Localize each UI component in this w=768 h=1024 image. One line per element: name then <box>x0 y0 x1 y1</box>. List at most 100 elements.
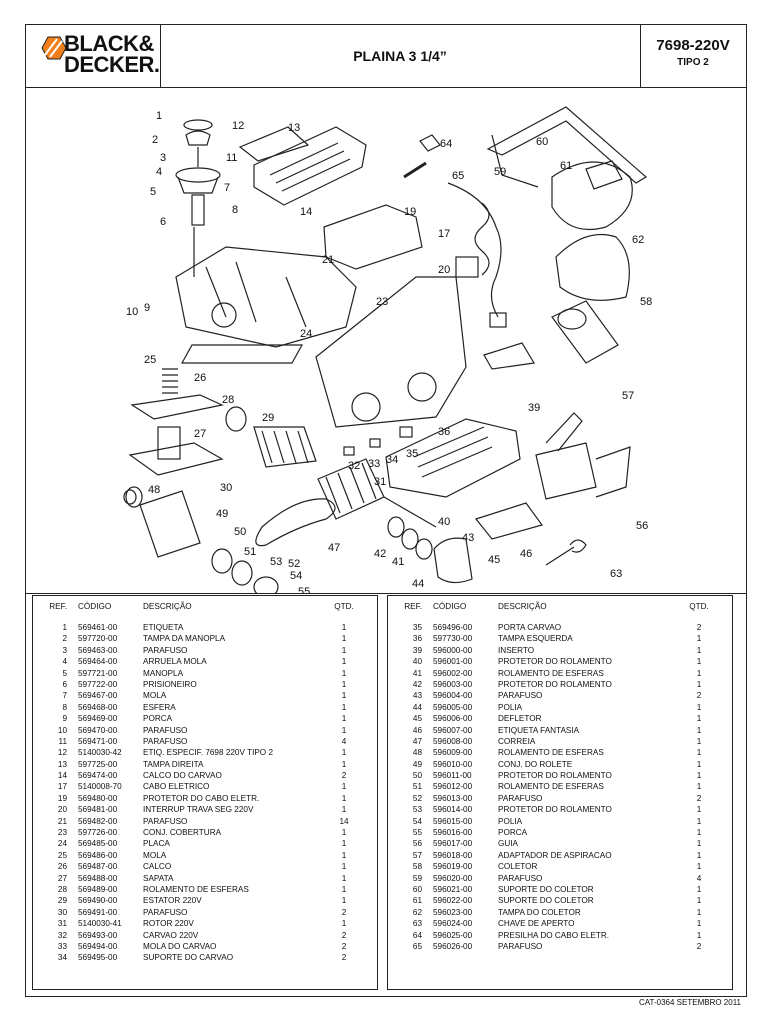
cell-qtd: 1 <box>696 805 702 815</box>
cell-qtd: 1 <box>341 782 347 792</box>
part-label: 11 <box>226 152 237 164</box>
part-label: 40 <box>438 516 450 528</box>
cell-descricao: ROTOR 220V <box>143 919 194 929</box>
cell-codigo: 569487-00 <box>78 862 118 872</box>
cell-descricao: ETIQ. ESPECIF. 7698 220V TIPO 2 <box>143 748 273 758</box>
cell-descricao: PRESILHA DO CABO ELETR. <box>498 930 610 940</box>
cell-qtd: 1 <box>341 702 347 712</box>
part-label: 52 <box>288 558 300 570</box>
cell-descricao: PARAFUSO <box>498 793 543 803</box>
cell-ref: 9 <box>62 714 67 724</box>
cell-codigo: 569486-00 <box>78 850 118 860</box>
cell-ref: 31 <box>57 919 67 929</box>
cell-qtd: 1 <box>341 873 347 883</box>
cell-ref: 12 <box>57 748 67 758</box>
cell-descricao: SUPORTE DO COLETOR <box>498 896 594 906</box>
hexagon-logo-icon <box>41 36 67 60</box>
cell-qtd: 2 <box>696 941 702 951</box>
part-label: 45 <box>488 554 500 566</box>
cell-descricao: TAMPA DO COLETOR <box>498 907 581 917</box>
cell-qtd: 1 <box>341 657 347 667</box>
cell-ref: 56 <box>412 839 422 849</box>
cell-descricao: SUPORTE DO COLETOR <box>498 884 594 894</box>
cell-codigo: 569463-00 <box>78 645 118 655</box>
cell-ref: 42 <box>412 679 422 689</box>
document-frame: BLACK& DECKER. PLAINA 3 1/4” 7698-220V T… <box>25 24 747 997</box>
cell-descricao: POLIA <box>498 702 523 712</box>
cell-qtd: 1 <box>696 736 702 746</box>
cell-qtd: 1 <box>341 634 347 644</box>
cell-codigo: 569469-00 <box>78 714 118 724</box>
cell-descricao: TAMPA ESQUERDA <box>498 634 573 644</box>
cell-codigo: 596011-00 <box>433 771 472 781</box>
brand-logo: BLACK& DECKER. <box>26 25 161 87</box>
cell-ref: 51 <box>412 782 422 792</box>
cell-codigo: 596021-00 <box>433 884 473 894</box>
cell-codigo: 5140008-70 <box>78 782 122 792</box>
cell-qtd: 1 <box>341 759 347 769</box>
cell-descricao: PARAFUSO <box>143 645 188 655</box>
cell-descricao: CHAVE DE APERTO <box>498 919 575 929</box>
cell-qtd: 1 <box>696 714 702 724</box>
cell-qtd: 1 <box>341 725 347 735</box>
cell-descricao: CALCO <box>143 862 172 872</box>
cell-descricao: ETIQUETA <box>143 623 184 632</box>
cell-ref: 33 <box>57 941 67 951</box>
header-qtd: QTD. <box>689 602 709 611</box>
cell-codigo: 596010-00 <box>433 759 473 769</box>
cell-codigo: 596022-00 <box>433 896 473 906</box>
cell-ref: 50 <box>412 771 422 781</box>
cell-codigo: 596013-00 <box>433 793 473 803</box>
cell-qtd: 2 <box>341 953 347 963</box>
cell-descricao: PARAFUSO <box>143 816 188 826</box>
cell-qtd: 1 <box>696 645 702 655</box>
cell-qtd: 2 <box>696 691 702 701</box>
cell-qtd: 1 <box>696 862 702 872</box>
cell-qtd: 1 <box>696 816 702 826</box>
brand-line-2: DECKER. <box>64 52 160 77</box>
cell-codigo: 569496-00 <box>433 623 473 632</box>
cell-ref: 57 <box>412 850 422 860</box>
part-label: 17 <box>438 228 450 240</box>
part-label: 35 <box>406 448 418 460</box>
cell-qtd: 1 <box>341 668 347 678</box>
header-descricao: DESCRIÇÃO <box>498 602 547 611</box>
cell-ref: 6 <box>62 679 67 689</box>
cell-codigo: 596002-00 <box>433 668 473 678</box>
cell-qtd: 1 <box>696 907 702 917</box>
cell-descricao: MOLA DO CARVAO <box>143 941 217 951</box>
page-title: PLAINA 3 1/4” <box>353 48 447 64</box>
cell-codigo: 5140030-42 <box>78 748 122 758</box>
cell-codigo: 596026-00 <box>433 941 473 951</box>
part-label: 36 <box>438 426 450 438</box>
part-label: 34 <box>386 454 398 466</box>
title-cell: PLAINA 3 1/4” <box>160 25 641 87</box>
cell-qtd: 2 <box>341 771 347 781</box>
cell-qtd: 1 <box>341 862 347 872</box>
cell-qtd: 1 <box>341 714 347 724</box>
cell-descricao: CORREIA <box>498 736 536 746</box>
cell-ref: 2 <box>62 634 67 644</box>
cell-ref: 43 <box>412 691 422 701</box>
cell-codigo: 569490-00 <box>78 896 118 906</box>
cell-qtd: 1 <box>341 828 347 838</box>
cell-descricao: CABO ELETRICO <box>143 782 210 792</box>
header-codigo: CÓDIGO <box>433 602 467 611</box>
cell-ref: 54 <box>412 816 422 826</box>
